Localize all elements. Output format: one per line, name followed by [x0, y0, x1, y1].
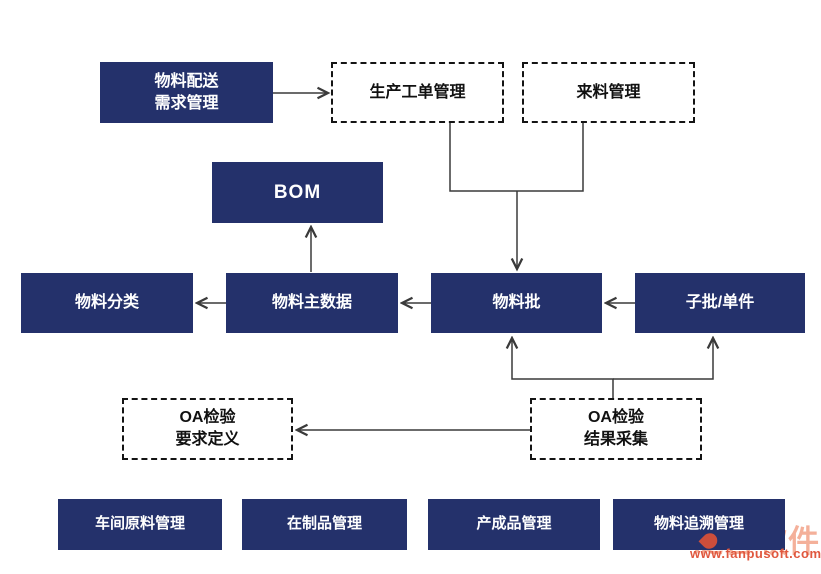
- node-finished-product: 产成品管理: [428, 499, 600, 550]
- node-sub-batch-unit: 子批/单件: [635, 273, 805, 333]
- node-work-in-progress: 在制品管理: [242, 499, 407, 550]
- connector-top-merge: [449, 123, 584, 192]
- node-production-work-order: 生产工单管理: [331, 62, 504, 123]
- node-material-dispatch-demand: 物料配送 需求管理: [100, 62, 273, 123]
- node-oa-inspection-requirement: OA检验 要求定义: [122, 398, 293, 460]
- watermark-url-text: www.fanpusoft.com: [690, 546, 821, 561]
- node-bom: BOM: [212, 162, 383, 223]
- node-material-category: 物料分类: [21, 273, 193, 333]
- node-incoming-material: 来料管理: [522, 62, 695, 123]
- node-material-batch: 物料批: [431, 273, 602, 333]
- node-oa-inspection-result: OA检验 结果采集: [530, 398, 702, 460]
- connector-oaresult-to-batch: [512, 338, 614, 398]
- connector-oaresult-to-subbatch: [613, 338, 713, 380]
- node-workshop-raw-material: 车间原料管理: [58, 499, 222, 550]
- node-material-master-data: 物料主数据: [226, 273, 398, 333]
